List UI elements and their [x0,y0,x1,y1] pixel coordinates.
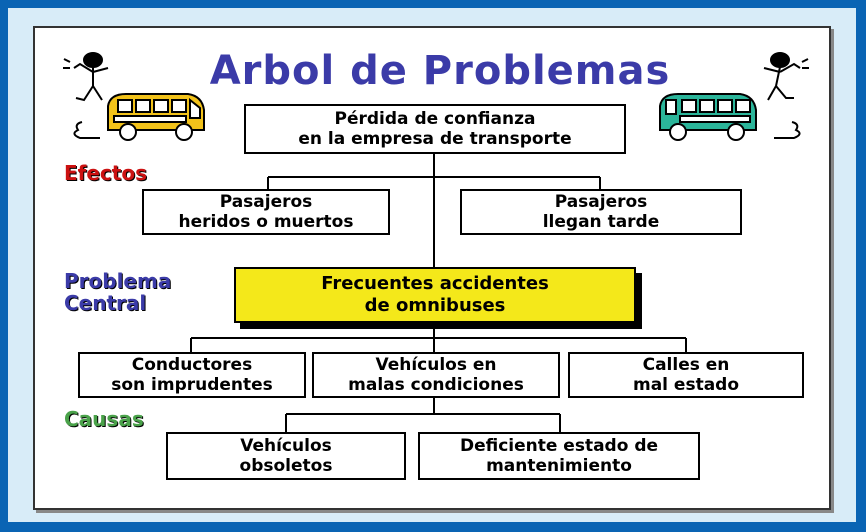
top-effect-box: Pérdida de confianza en la empresa de tr… [244,104,626,154]
subcause-2-line1: Deficiente estado de [459,436,659,456]
central-problem-label-line2: Central [64,291,147,315]
central-problem-line1: Frecuentes accidentes [321,273,549,294]
cause-2-line2: malas condiciones [348,375,524,395]
effect-1-line1: Pasajeros [219,192,313,212]
central-problem-label-line1: Problema [64,269,172,293]
cause-box-2: Vehículos en malas condiciones [312,352,560,398]
top-effect-line1: Pérdida de confianza [334,109,536,129]
effect-2-line2: llegan tarde [542,212,660,232]
cause-box-1: Conductores son imprudentes [78,352,306,398]
effect-1-line2: heridos o muertos [178,212,354,232]
effect-box-2: Pasajeros llegan tarde [460,189,742,235]
central-problem-line2: de omnibuses [364,295,506,316]
effect-box-1: Pasajeros heridos o muertos [142,189,390,235]
top-effect-line2: en la empresa de transporte [298,129,572,149]
cause-1-line1: Conductores [131,355,253,375]
bus-clipart-right [659,52,809,141]
cause-3-line2: mal estado [632,375,740,395]
subcause-box-2: Deficiente estado de mantenimiento [418,432,700,480]
diagram-title: Arbol de Problemas [209,48,671,94]
effect-2-line1: Pasajeros [554,192,648,212]
subcause-1-line1: Vehículos [240,436,332,456]
cause-1-line2: son imprudentes [111,375,273,395]
subcause-1-line2: obsoletos [239,456,333,476]
causes-label: Causas [64,407,144,431]
cause-box-3: Calles en mal estado [568,352,804,398]
cause-2-line1: Vehículos en [375,355,497,375]
bus-clipart-left [63,52,205,141]
central-problem-box: Frecuentes accidentes de omnibuses [234,267,636,323]
subcause-2-line2: mantenimiento [486,456,632,476]
effects-label: Efectos [64,161,147,185]
cause-3-line1: Calles en [642,355,730,375]
subcause-box-1: Vehículos obsoletos [166,432,406,480]
